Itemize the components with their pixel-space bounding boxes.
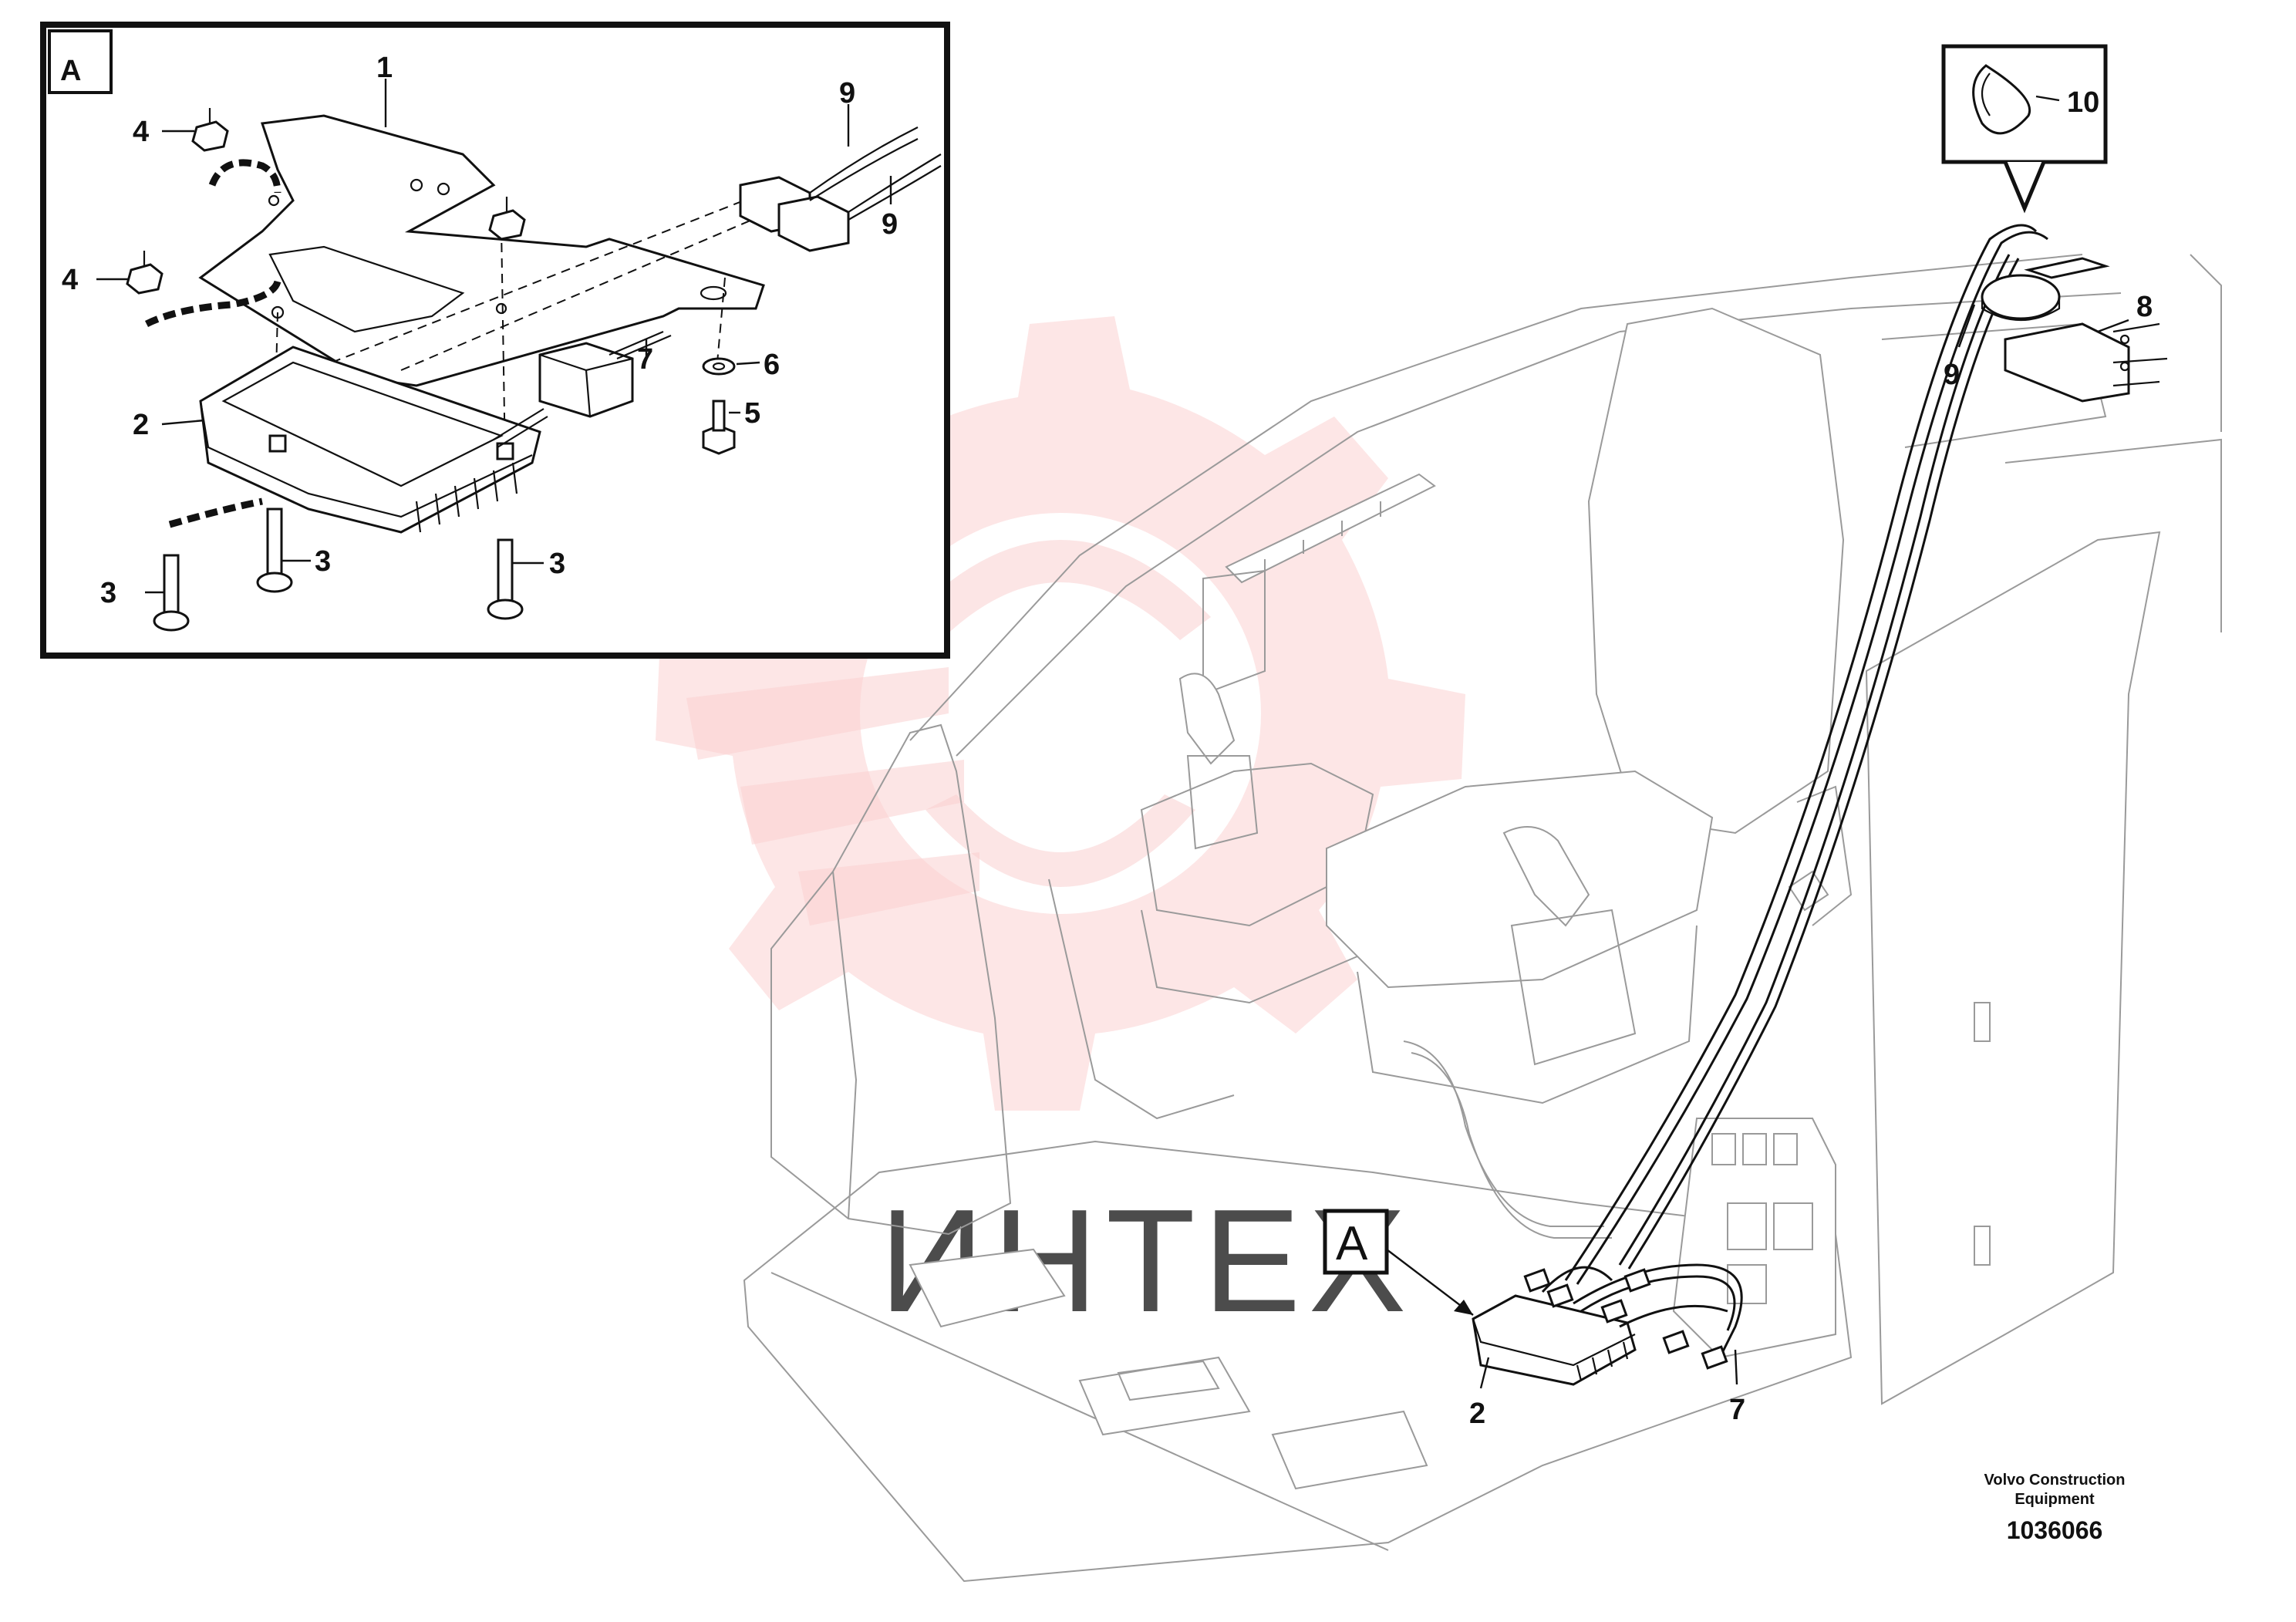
plate-cutout	[268, 245, 465, 333]
cab-right-panel	[1865, 531, 2161, 1405]
cab-floor	[743, 1140, 1853, 1583]
manufacturer-line-1: Volvo Construction	[1984, 1472, 2126, 1489]
operator-seat-cushion	[1326, 770, 1714, 989]
antenna-puck	[1981, 274, 2061, 320]
nut-fastener	[488, 197, 526, 241]
floor-pad	[909, 1248, 1066, 1328]
cab-frame	[909, 254, 2083, 741]
callout-7: 7	[1729, 1394, 1745, 1426]
operator-seat-back	[1587, 307, 1845, 835]
bolt	[153, 554, 190, 632]
wire-harness	[1523, 1263, 1743, 1370]
callout-6: 6	[764, 349, 780, 381]
plate-hole	[495, 302, 507, 315]
callout-4: 4	[133, 116, 149, 148]
plate-hole	[410, 178, 423, 192]
detail-reference-label: A	[1336, 1217, 1368, 1270]
callout-9: 9	[839, 77, 855, 110]
callout-9: 9	[882, 208, 898, 241]
cable-connector	[777, 195, 850, 252]
drawing-number: 1036066	[2007, 1516, 2103, 1544]
callout-7: 7	[637, 343, 653, 376]
mounting-bracket	[2004, 322, 2130, 403]
left-console	[770, 723, 1012, 1236]
callout-9: 9	[1944, 359, 1960, 391]
fuse-box	[1672, 1118, 1836, 1359]
antenna-cable	[1564, 224, 2048, 1285]
plate-slot	[700, 285, 727, 301]
nut-fastener	[126, 251, 164, 295]
mounting-plate	[198, 114, 765, 387]
instrument-panel	[1225, 473, 1436, 584]
callout-3: 3	[315, 545, 331, 578]
joystick-right	[1502, 826, 1590, 927]
cab-illustration: A 2 7 10 8 9	[743, 44, 2222, 1583]
drawing-footer: Volvo Construction Equipment 1036066	[1984, 1472, 2126, 1544]
plate-hole	[437, 182, 450, 196]
bolt	[487, 538, 524, 620]
cable-tie-inset-pointer	[2003, 161, 2046, 214]
plate-hole	[268, 194, 280, 207]
callout-4: 4	[62, 264, 78, 296]
control-unit-fins	[415, 462, 518, 533]
joystick-left	[1178, 673, 1236, 765]
cable-tie-inset-frame	[1941, 44, 2108, 164]
callout-2: 2	[133, 409, 149, 441]
detail-view-a: A	[40, 22, 950, 659]
callout-1: 1	[376, 52, 393, 84]
bolt	[256, 508, 293, 593]
detail-reference-box	[1323, 1209, 1389, 1275]
screw-fastener	[702, 400, 736, 455]
callout-2: 2	[1469, 1398, 1485, 1430]
floor-pad	[1271, 1410, 1428, 1490]
callout-5: 5	[744, 397, 760, 430]
washer	[702, 357, 736, 376]
nut-fastener	[191, 108, 229, 152]
callout-8: 8	[2136, 291, 2153, 323]
callout-3: 3	[549, 548, 565, 580]
cable-tie	[1972, 64, 2031, 135]
manufacturer-line-2: Equipment	[2014, 1491, 2095, 1508]
detail-label-box	[48, 29, 113, 94]
callout-10: 10	[2067, 86, 2099, 119]
detail-label: A	[60, 55, 81, 87]
callout-3: 3	[100, 577, 116, 609]
